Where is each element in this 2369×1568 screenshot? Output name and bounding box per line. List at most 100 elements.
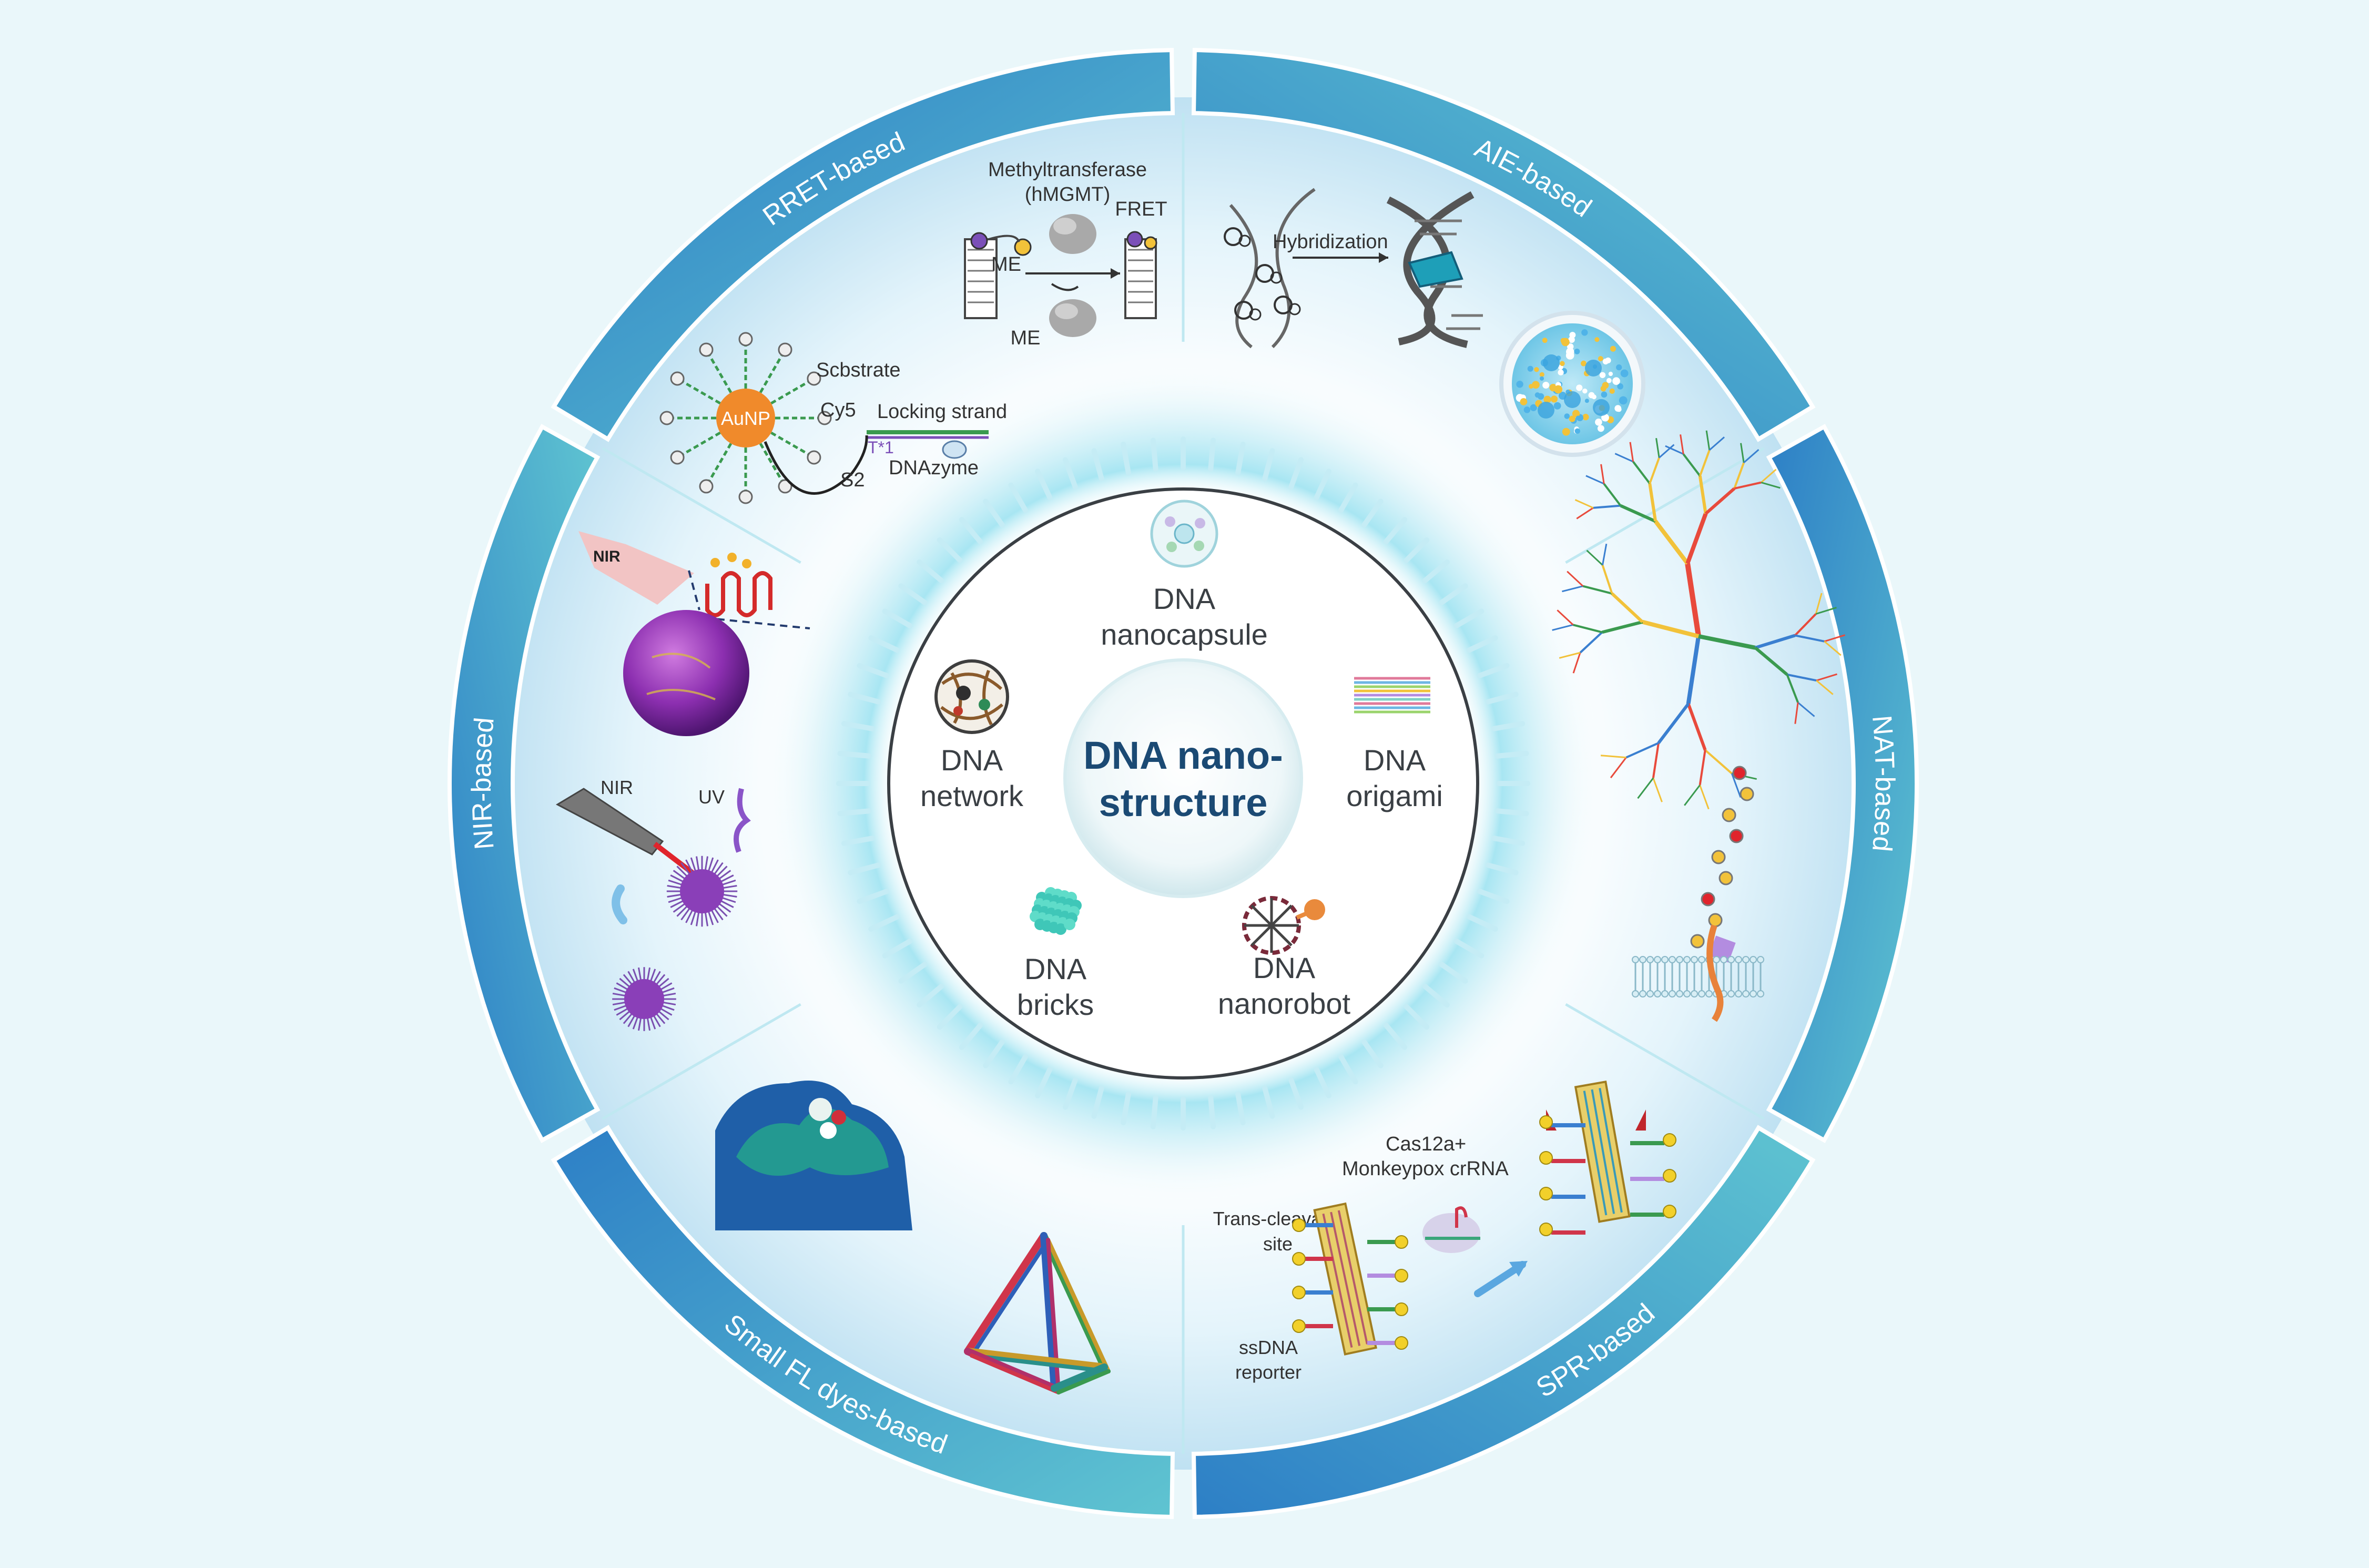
origami-label-2: origami <box>1346 779 1443 812</box>
ring-tick <box>1262 1085 1275 1119</box>
ring-tick <box>1494 750 1529 759</box>
ring-tick <box>1150 1095 1158 1129</box>
nanorobot-label-2: nanorobot <box>1218 987 1351 1020</box>
segment-divider <box>1565 447 1765 564</box>
rret-illustration: Methyltransferase (hMGMT) FRET ME ME AuN… <box>659 159 1167 504</box>
nat-illustration <box>1552 430 1846 1022</box>
ring-tick <box>917 559 944 584</box>
ring-tick <box>1008 1054 1028 1085</box>
ring-tick <box>1314 469 1331 501</box>
ring-tick <box>1422 559 1450 584</box>
network-icon <box>934 659 1009 734</box>
ring-tick <box>1091 1085 1104 1119</box>
ring-tick <box>848 691 881 705</box>
rret-s2: S2 <box>840 469 865 491</box>
rret-substrate: Scbstrate <box>816 359 901 381</box>
band-rret <box>551 48 1175 442</box>
segment-divider <box>1565 1003 1765 1120</box>
ring-tick <box>1404 1004 1430 1030</box>
ring-tick <box>898 583 928 605</box>
ring-tick <box>857 663 890 678</box>
ring-tick <box>1208 1095 1216 1129</box>
aunp-particle <box>716 389 775 447</box>
ring-tick <box>868 635 900 653</box>
center-badge <box>1063 658 1303 898</box>
ring-tick <box>1121 1091 1131 1126</box>
ring-tick <box>1477 663 1510 678</box>
ring-tick <box>1491 836 1526 846</box>
ring-tick <box>1035 1066 1053 1098</box>
band-aie <box>1191 48 1816 442</box>
ring-tick <box>848 862 881 875</box>
segment-divider <box>602 1003 801 1120</box>
segment-divider <box>602 447 801 564</box>
ring-tick <box>1466 635 1498 653</box>
origami-icon <box>1354 677 1430 714</box>
rret-me-1: ME <box>991 253 1021 276</box>
ring-tick <box>1338 482 1358 513</box>
network-label-2: network <box>920 779 1024 812</box>
nir-uv: UV <box>698 786 725 808</box>
rret-locking: Locking strand <box>877 401 1007 423</box>
band-small-fl <box>551 1125 1175 1519</box>
nir-sphere <box>623 610 749 736</box>
ring-tick <box>1466 914 1498 932</box>
segment-label: NIR-based <box>466 716 500 851</box>
nanorobot-icon <box>1242 896 1325 955</box>
ring-tick <box>1121 441 1131 476</box>
nanorobot-label-1: DNA <box>1253 951 1316 984</box>
nanocapsule-label-2: nanocapsule <box>1101 618 1268 651</box>
spr-crrna: Monkeypox crRNA <box>1342 1158 1509 1180</box>
ring-tick <box>1404 537 1430 563</box>
ring-tick <box>1485 691 1519 705</box>
bricks-label-1: DNA <box>1024 952 1087 985</box>
ring-tick <box>1091 448 1104 482</box>
ring-tick <box>1422 983 1450 1008</box>
nanocapsule-icon <box>1150 500 1218 568</box>
ring-tick <box>1485 862 1519 875</box>
ring-tick <box>837 808 872 817</box>
rret-aunp: AuNP <box>721 408 770 429</box>
ring-tick <box>898 962 928 984</box>
rret-hmgmt: (hMGMT) <box>1025 184 1111 206</box>
rret-me-2: ME <box>1011 327 1041 349</box>
nir-label-top: NIR <box>593 548 621 565</box>
ring-tick <box>1383 517 1408 545</box>
ring-tick <box>857 889 890 904</box>
aie-hybridization: Hybridization <box>1273 231 1388 253</box>
ring-tick <box>1235 441 1246 476</box>
ring-tick <box>917 983 944 1008</box>
ring-tick <box>1262 448 1275 482</box>
rret-fret: FRET <box>1115 198 1167 220</box>
ring-tick <box>1453 939 1485 959</box>
segment-label: NAT-based <box>1866 714 1900 853</box>
ring-tick <box>1288 457 1304 490</box>
ring-tick <box>868 914 900 932</box>
ring-tick <box>841 836 876 846</box>
spr-cas: Cas12a+ <box>1386 1133 1466 1155</box>
ring-tick <box>983 498 1005 528</box>
ring-tick <box>937 1004 963 1030</box>
ring-tick <box>1062 1077 1078 1110</box>
ring-tick <box>1208 437 1216 472</box>
ring-tick <box>1361 1039 1384 1068</box>
ring-tick <box>1361 498 1384 528</box>
ring-tick <box>1288 1077 1304 1110</box>
ring-tick <box>1008 482 1028 513</box>
origami-label-1: DNA <box>1364 744 1426 777</box>
band-spr <box>1191 1125 1816 1519</box>
band-nir <box>448 424 601 1143</box>
spr-ss-1: ssDNA <box>1239 1337 1298 1358</box>
bricks-label-2: bricks <box>1017 988 1094 1021</box>
center-title-line2: structure <box>1099 781 1268 824</box>
ring-tick <box>1383 1022 1408 1050</box>
rret-dnazyme: DNAzyme <box>889 457 979 479</box>
small-fl-illustration <box>715 1081 1111 1394</box>
ring-tick <box>983 1039 1005 1068</box>
ring-tick <box>1491 721 1526 731</box>
ring-tick <box>937 537 963 563</box>
ring-tick <box>1062 457 1078 490</box>
rret-cy5: Cy5 <box>820 399 856 421</box>
